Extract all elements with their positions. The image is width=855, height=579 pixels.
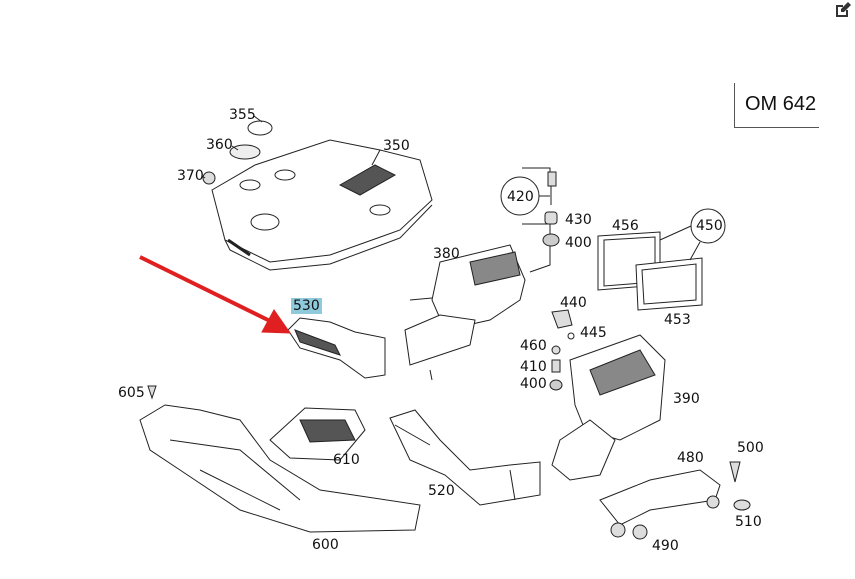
part-label: 520 [428, 483, 455, 499]
edit-icon[interactable] [834, 1, 852, 19]
part-label-highlighted: 530 [291, 298, 322, 314]
part-label: 500 [737, 440, 764, 456]
part-label: 450 [696, 218, 723, 234]
part-label: 420 [507, 189, 534, 205]
part-label: 360 [206, 137, 233, 153]
part-label: 440 [560, 295, 587, 311]
engine-code: OM 642 [745, 93, 817, 115]
part-label: 400 [520, 376, 547, 392]
air-box-380-part [404, 244, 526, 381]
rubber-mount-part [202, 171, 216, 185]
air-box-390-part [551, 334, 666, 481]
part-label: 380 [433, 246, 460, 262]
part-label: 490 [652, 538, 679, 554]
part-label: 460 [520, 338, 547, 354]
part-label: 600 [312, 537, 339, 553]
bracket-480-part [599, 469, 721, 540]
part-label: 355 [229, 107, 256, 123]
air-duct-520-part [389, 409, 541, 506]
part-label: 400 [565, 235, 592, 251]
underbody-panel-600-part [139, 404, 421, 533]
red-pointer-arrow [139, 255, 291, 334]
engine-code-box: OM 642 [734, 83, 819, 128]
part-label: 610 [333, 452, 360, 468]
part-label: 430 [565, 212, 592, 228]
part-label: 453 [664, 312, 691, 328]
part-label: 350 [383, 138, 410, 154]
emblem-part [247, 120, 273, 136]
part-label: 370 [177, 168, 204, 184]
part-label: 456 [612, 218, 639, 234]
air-duct-530-part [287, 317, 386, 379]
part-label: 510 [735, 514, 762, 530]
part-label: 605 [118, 385, 145, 401]
grommet-part [229, 144, 261, 160]
part-label: 445 [580, 325, 607, 341]
part-label: 410 [520, 359, 547, 375]
part-label: 390 [673, 391, 700, 407]
part-label: 480 [677, 450, 704, 466]
bracket-610-part [269, 407, 366, 461]
engine-cover-part [211, 139, 433, 271]
